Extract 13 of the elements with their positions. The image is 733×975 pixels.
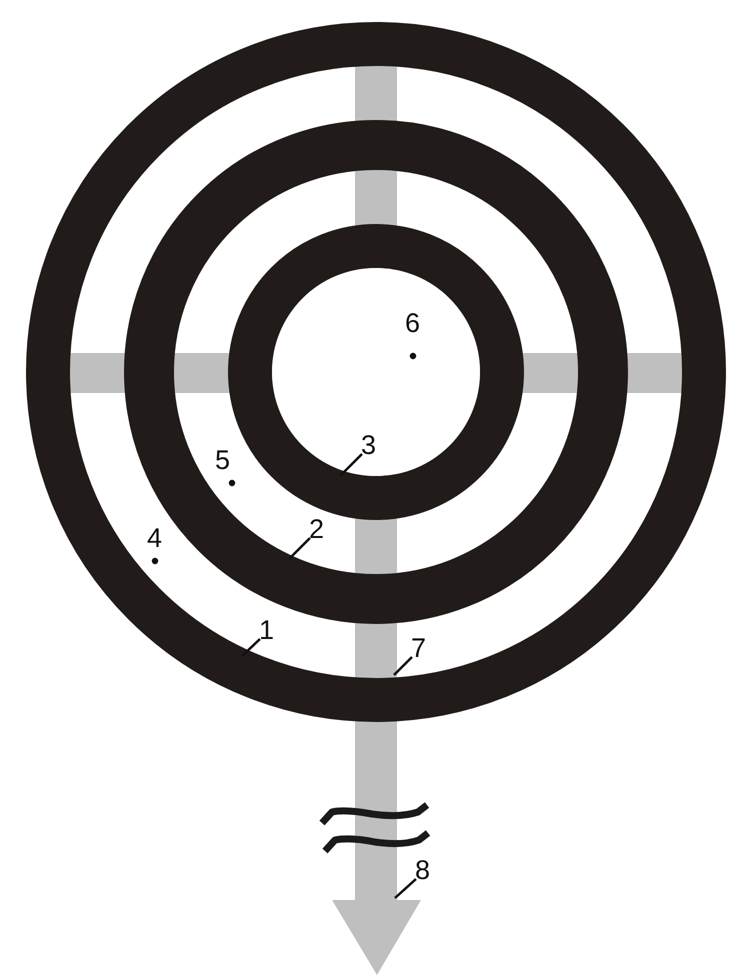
leader-line (339, 453, 363, 477)
leader-line (241, 638, 261, 657)
callout-number: 7 (411, 635, 426, 662)
callout-number: 1 (259, 617, 274, 644)
callout-number: 8 (415, 857, 430, 884)
callout-number: 4 (147, 525, 162, 552)
leader-line (394, 878, 417, 899)
callout-number: 2 (309, 516, 324, 543)
callout-number: 5 (215, 447, 230, 474)
callout-number: 6 (405, 310, 420, 337)
leader-line (393, 656, 413, 676)
leader-line (288, 537, 311, 560)
callout-number: 3 (361, 432, 376, 459)
